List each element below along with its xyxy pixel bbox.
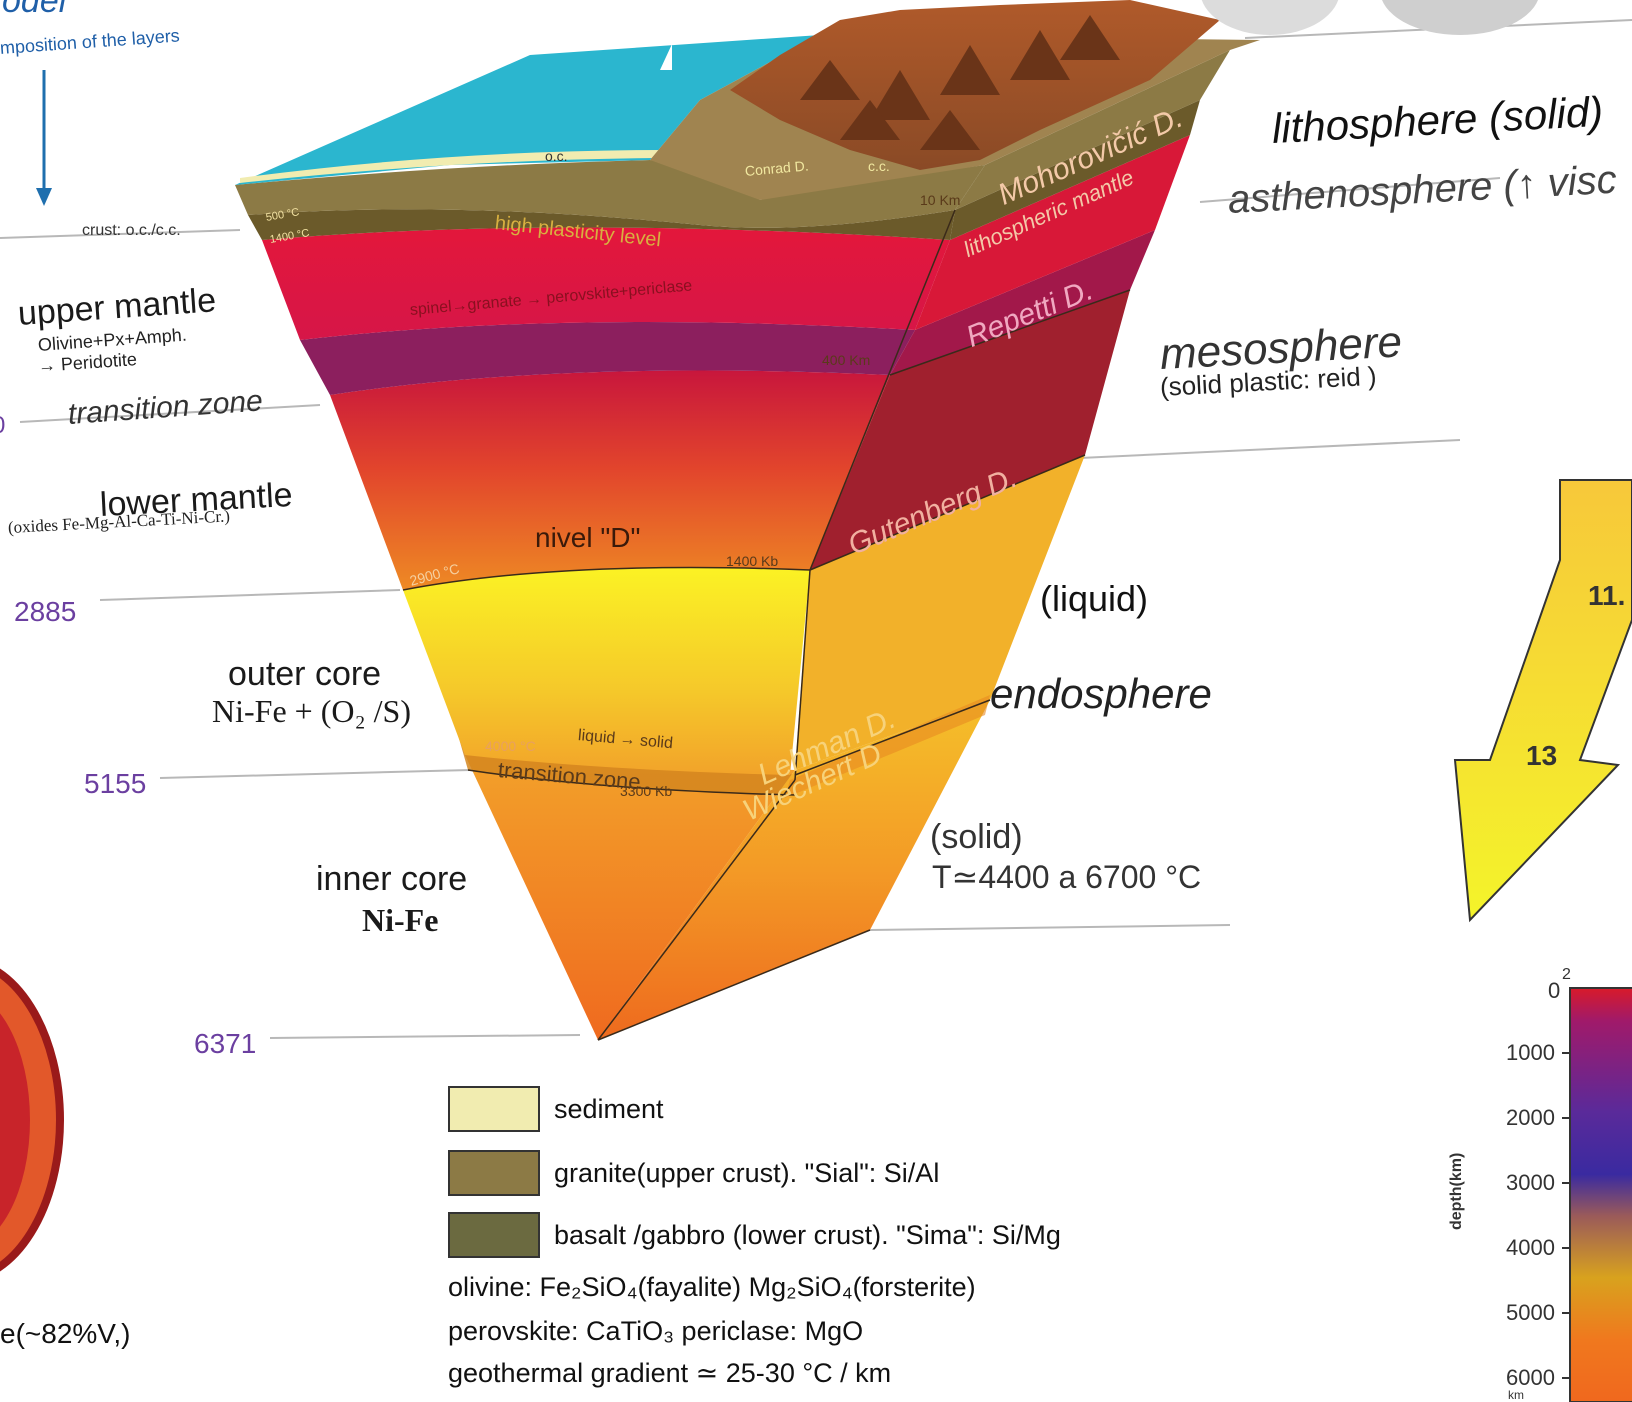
nivel-d-label: nivel "D" xyxy=(535,522,640,554)
outer-core-label: outer core xyxy=(228,655,381,694)
perovskite-formula: perovskite: CaTiO₃ periclase: MgO xyxy=(448,1316,863,1347)
down-arrow-icon xyxy=(1455,480,1632,920)
granite-swatch xyxy=(448,1150,540,1196)
pressure-1400kb-label: 1400 Kb xyxy=(726,553,778,569)
axis-tick-1000: 1000 xyxy=(1506,1040,1555,1066)
continental-crust-label: c.c. xyxy=(868,158,890,174)
temperature-label: T≃4400 a 6700 °C xyxy=(932,858,1201,896)
depth-partial: 0 xyxy=(0,412,5,440)
axis-tick-5000: 5000 xyxy=(1506,1300,1555,1326)
pressure-3300kb-label: 3300 Kb xyxy=(620,783,672,799)
depth-400km-label: 400 Km xyxy=(822,352,870,368)
axis-bottom-unit: km xyxy=(1508,1388,1524,1402)
composition-arrow-icon xyxy=(36,70,52,206)
geothermal-gradient: geothermal gradient ≃ 25-30 °C / km xyxy=(448,1358,891,1389)
globe-icons xyxy=(1200,0,1540,35)
legend-item-sediment: sediment xyxy=(448,1086,664,1132)
oceanic-crust-label: o.c. xyxy=(545,148,568,164)
depth-center: 6371 xyxy=(194,1028,256,1060)
olivine-formula: olivine: Fe₂SiO₄(fayalite) Mg₂SiO₄(forst… xyxy=(448,1272,976,1303)
arrow-label-bottom: 13 xyxy=(1526,740,1557,772)
temp-4000-label: 4000 °C xyxy=(485,738,536,754)
arrow-label-top: 11. xyxy=(1588,580,1625,612)
legend-label: sediment xyxy=(554,1094,664,1125)
axis-top-superscript: 2 xyxy=(1562,966,1571,984)
outer-core-composition: Ni-Fe + (O₂ /S) xyxy=(212,693,411,730)
depth-inner-core: 5155 xyxy=(84,768,146,800)
header-title: odel xyxy=(2,0,66,21)
depth-10km-label: 10 Km xyxy=(920,192,960,208)
axis-tick-3000: 3000 xyxy=(1506,1170,1555,1196)
solid-label: (solid) xyxy=(930,818,1023,857)
sediment-swatch xyxy=(448,1086,540,1132)
legend-item-granite: granite(upper crust). "Sial": Si/Al xyxy=(448,1150,939,1196)
axis-tick-0: 0 xyxy=(1548,978,1560,1004)
depth-outer-core: 2885 xyxy=(14,596,76,628)
inner-core-composition: Ni-Fe xyxy=(362,902,438,939)
partial-sphere-icon xyxy=(0,960,60,1280)
endosphere-label: endosphere xyxy=(990,670,1212,718)
basalt-swatch xyxy=(448,1212,540,1258)
legend-label: granite(upper crust). "Sial": Si/Al xyxy=(554,1158,939,1189)
crust-label: crust: o.c./c.c. xyxy=(82,222,181,240)
inner-core-label: inner core xyxy=(316,860,467,899)
axis-tick-2000: 2000 xyxy=(1506,1105,1555,1131)
axis-ylabel: depth(km) xyxy=(1448,1153,1466,1230)
lower-mantle xyxy=(330,371,890,591)
volume-partial-label: e(~82%V,) xyxy=(0,1318,131,1350)
liquid-label: (liquid) xyxy=(1040,578,1148,620)
depth-bar xyxy=(1562,988,1632,1402)
legend-item-basalt: basalt /gabbro (lower crust). "Sima": Si… xyxy=(448,1212,1061,1258)
legend-label: basalt /gabbro (lower crust). "Sima": Si… xyxy=(554,1220,1061,1251)
axis-tick-4000: 4000 xyxy=(1506,1235,1555,1261)
